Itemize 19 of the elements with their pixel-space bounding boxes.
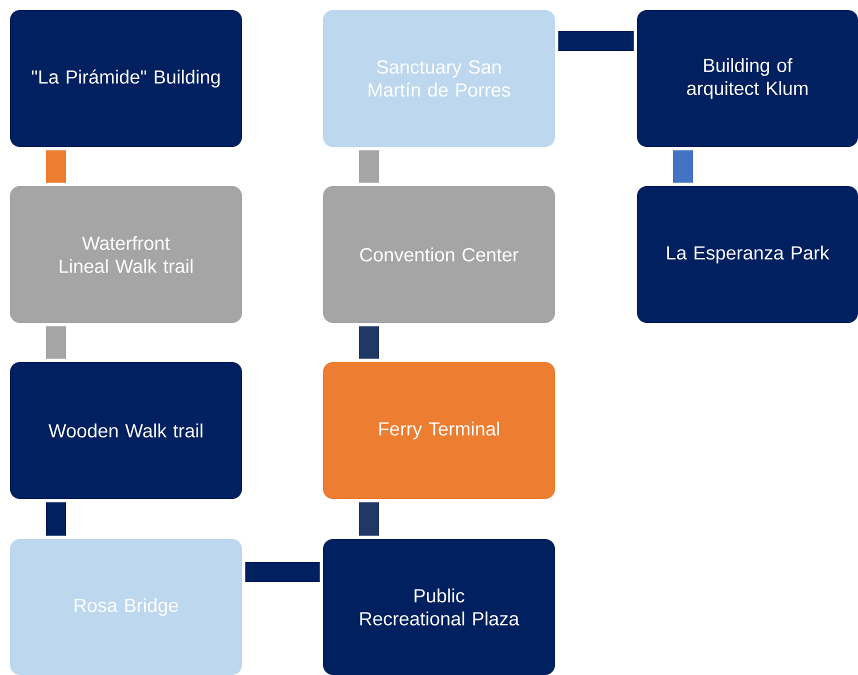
connector-bar: [359, 502, 379, 536]
connector-bar: [359, 150, 379, 183]
connector-bar: [46, 326, 66, 359]
place-box: Sanctuary San Martín de Porres: [323, 10, 555, 147]
place-box: Waterfront Lineal Walk trail: [10, 186, 242, 323]
place-box: Building of arquitect Klum: [637, 10, 858, 147]
connector-bar: [673, 150, 693, 183]
place-box: "La Pirámide" Building: [10, 10, 242, 147]
connector-bar: [359, 326, 379, 359]
connector-bar: [46, 150, 66, 183]
place-box: Ferry Terminal: [323, 362, 555, 499]
place-box: Wooden Walk trail: [10, 362, 242, 499]
place-box: Convention Center: [323, 186, 555, 323]
place-box: La Esperanza Park: [637, 186, 858, 323]
place-box: Public Recreational Plaza: [323, 539, 555, 675]
place-box: Rosa Bridge: [10, 539, 242, 675]
connector-bar: [558, 31, 634, 51]
connector-bar: [245, 562, 320, 582]
connector-bar: [46, 502, 66, 536]
